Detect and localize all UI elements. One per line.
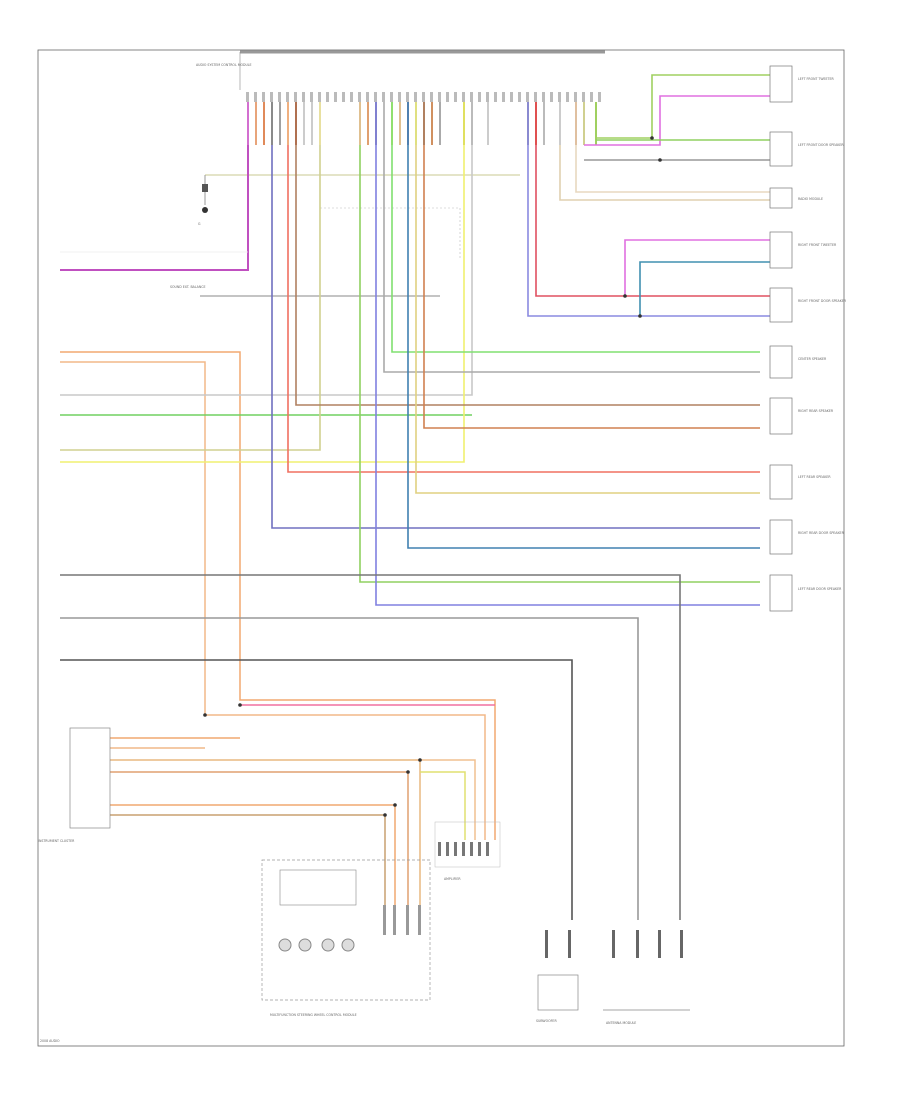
lower-vertical-wires bbox=[60, 574, 681, 920]
antenna-module: ANTENNA MODULE bbox=[603, 930, 690, 1025]
right-component-boxes bbox=[769, 65, 793, 612]
subwoofer: SUBWOOFER bbox=[536, 930, 579, 1023]
module-connector-pins bbox=[246, 92, 601, 102]
label-left-rear-speaker: LEFT REAR SPEAKER bbox=[798, 475, 831, 479]
label-left-rear-door-speaker: LEFT REAR DOOR SPEAKER bbox=[798, 587, 842, 591]
horizontal-wire-bundle bbox=[60, 145, 760, 606]
steering-module-pins bbox=[383, 905, 421, 935]
fuse-label: SOUND EXT. BALANCE bbox=[170, 285, 205, 289]
figure-id: 2008 AUDIO bbox=[40, 1039, 60, 1043]
label-steering-module: MULTIFUNCTION STEERING WHEEL CONTROL MOD… bbox=[270, 1013, 357, 1017]
wire-pink-left bbox=[60, 145, 249, 271]
instrument-cluster: INSTRUMENT CLUSTER bbox=[38, 727, 111, 843]
label-antenna-module: ANTENNA MODULE bbox=[606, 1021, 636, 1025]
label-instrument-cluster: INSTRUMENT CLUSTER bbox=[38, 839, 75, 843]
top-module-label: AUDIO SYSTEM CONTROL MODULE bbox=[196, 63, 252, 67]
amplifier-block: AMPLIFIER bbox=[434, 821, 501, 881]
ground-connection: G bbox=[198, 174, 520, 226]
ground-label: G bbox=[198, 222, 201, 226]
label-radio-module: RADIO MODULE bbox=[798, 197, 823, 201]
left-orange-wires bbox=[60, 351, 496, 840]
label-center-speaker: CENTER SPEAKER bbox=[798, 357, 827, 361]
label-subwoofer: SUBWOOFER bbox=[536, 1019, 557, 1023]
label-left-front-tweeter: LEFT FRONT TWEETER bbox=[798, 77, 835, 81]
diagram-frame bbox=[37, 49, 845, 1047]
steering-wheel-module: MULTIFUNCTION STEERING WHEEL CONTROL MOD… bbox=[261, 859, 431, 1017]
label-right-front-door-speaker: RIGHT FRONT DOOR SPEAKER bbox=[798, 299, 847, 303]
label-right-front-tweeter: RIGHT FRONT TWEETER bbox=[798, 243, 837, 247]
label-right-rear-speaker: RIGHT REAR SPEAKER bbox=[798, 409, 834, 413]
right-component-labels: LEFT FRONT TWEETER LEFT FRONT DOOR SPEAK… bbox=[798, 77, 847, 591]
label-amplifier: AMPLIFIER bbox=[444, 877, 461, 881]
label-left-front-door-speaker: LEFT FRONT DOOR SPEAKER bbox=[798, 143, 844, 147]
cluster-wires bbox=[110, 704, 495, 905]
splice-points bbox=[203, 136, 662, 817]
module-wire-stubs bbox=[247, 102, 597, 145]
label-right-rear-door-speaker: RIGHT REAR DOOR SPEAKER bbox=[798, 531, 845, 535]
upper-right-wires bbox=[527, 74, 770, 317]
dashed-shield bbox=[319, 207, 461, 260]
